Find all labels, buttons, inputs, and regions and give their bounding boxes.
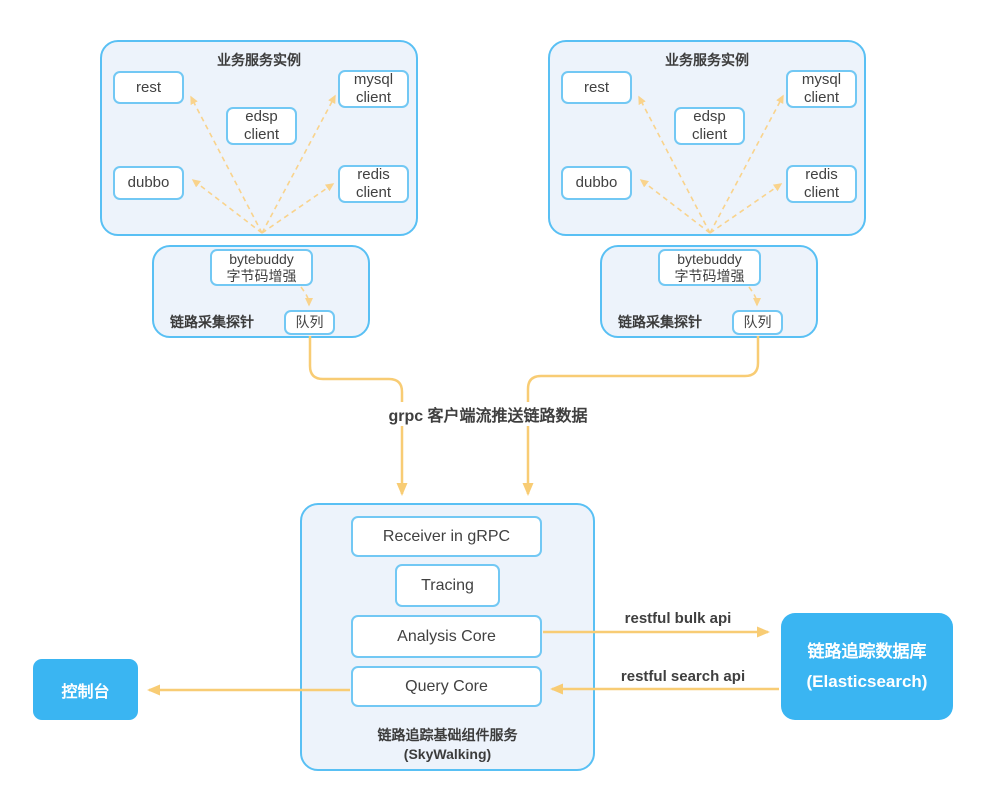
edsp-client-node-left: edsp client [226, 107, 297, 145]
redis-client-node-left: redis client [338, 165, 409, 203]
redis-client-node-right: redis client [786, 165, 857, 203]
mysql-client-node-right: mysql client [786, 70, 857, 108]
skywalking-caption: 链路追踪基础组件服务 (SkyWalking) [377, 727, 518, 762]
dubbo-node-right: dubbo [561, 166, 632, 200]
dubbo-node-left: dubbo [113, 166, 184, 200]
rest-node-left: rest [113, 71, 184, 104]
service-instance-title-right: 业务服务实例 [665, 52, 749, 68]
search-api-label: restful search api [600, 668, 766, 685]
bulk-api-label: restful bulk api [600, 610, 756, 627]
bytebuddy-node-left: bytebuddy 字节码增强 [210, 249, 313, 286]
queue-node-right: 队列 [732, 310, 783, 335]
queue-node-left: 队列 [284, 310, 335, 335]
mysql-client-node-left: mysql client [338, 70, 409, 108]
edsp-client-node-right: edsp client [674, 107, 745, 145]
query-core-module: Query Core [351, 666, 542, 707]
probe-label-right: 链路采集探针 [618, 314, 702, 330]
grpc-flow-label: grpc 客户端流推送链路数据 [363, 402, 613, 426]
analysis-core-module: Analysis Core [351, 615, 542, 658]
tracing-module: Tracing [395, 564, 500, 607]
probe-label-left: 链路采集探针 [170, 314, 254, 330]
console-box: 控制台 [33, 659, 138, 720]
receiver-grpc-module: Receiver in gRPC [351, 516, 542, 557]
bytebuddy-node-right: bytebuddy 字节码增强 [658, 249, 761, 286]
service-instance-title-left: 业务服务实例 [217, 52, 301, 68]
elasticsearch-box: 链路追踪数据库 (Elasticsearch) [781, 613, 953, 720]
rest-node-right: rest [561, 71, 632, 104]
